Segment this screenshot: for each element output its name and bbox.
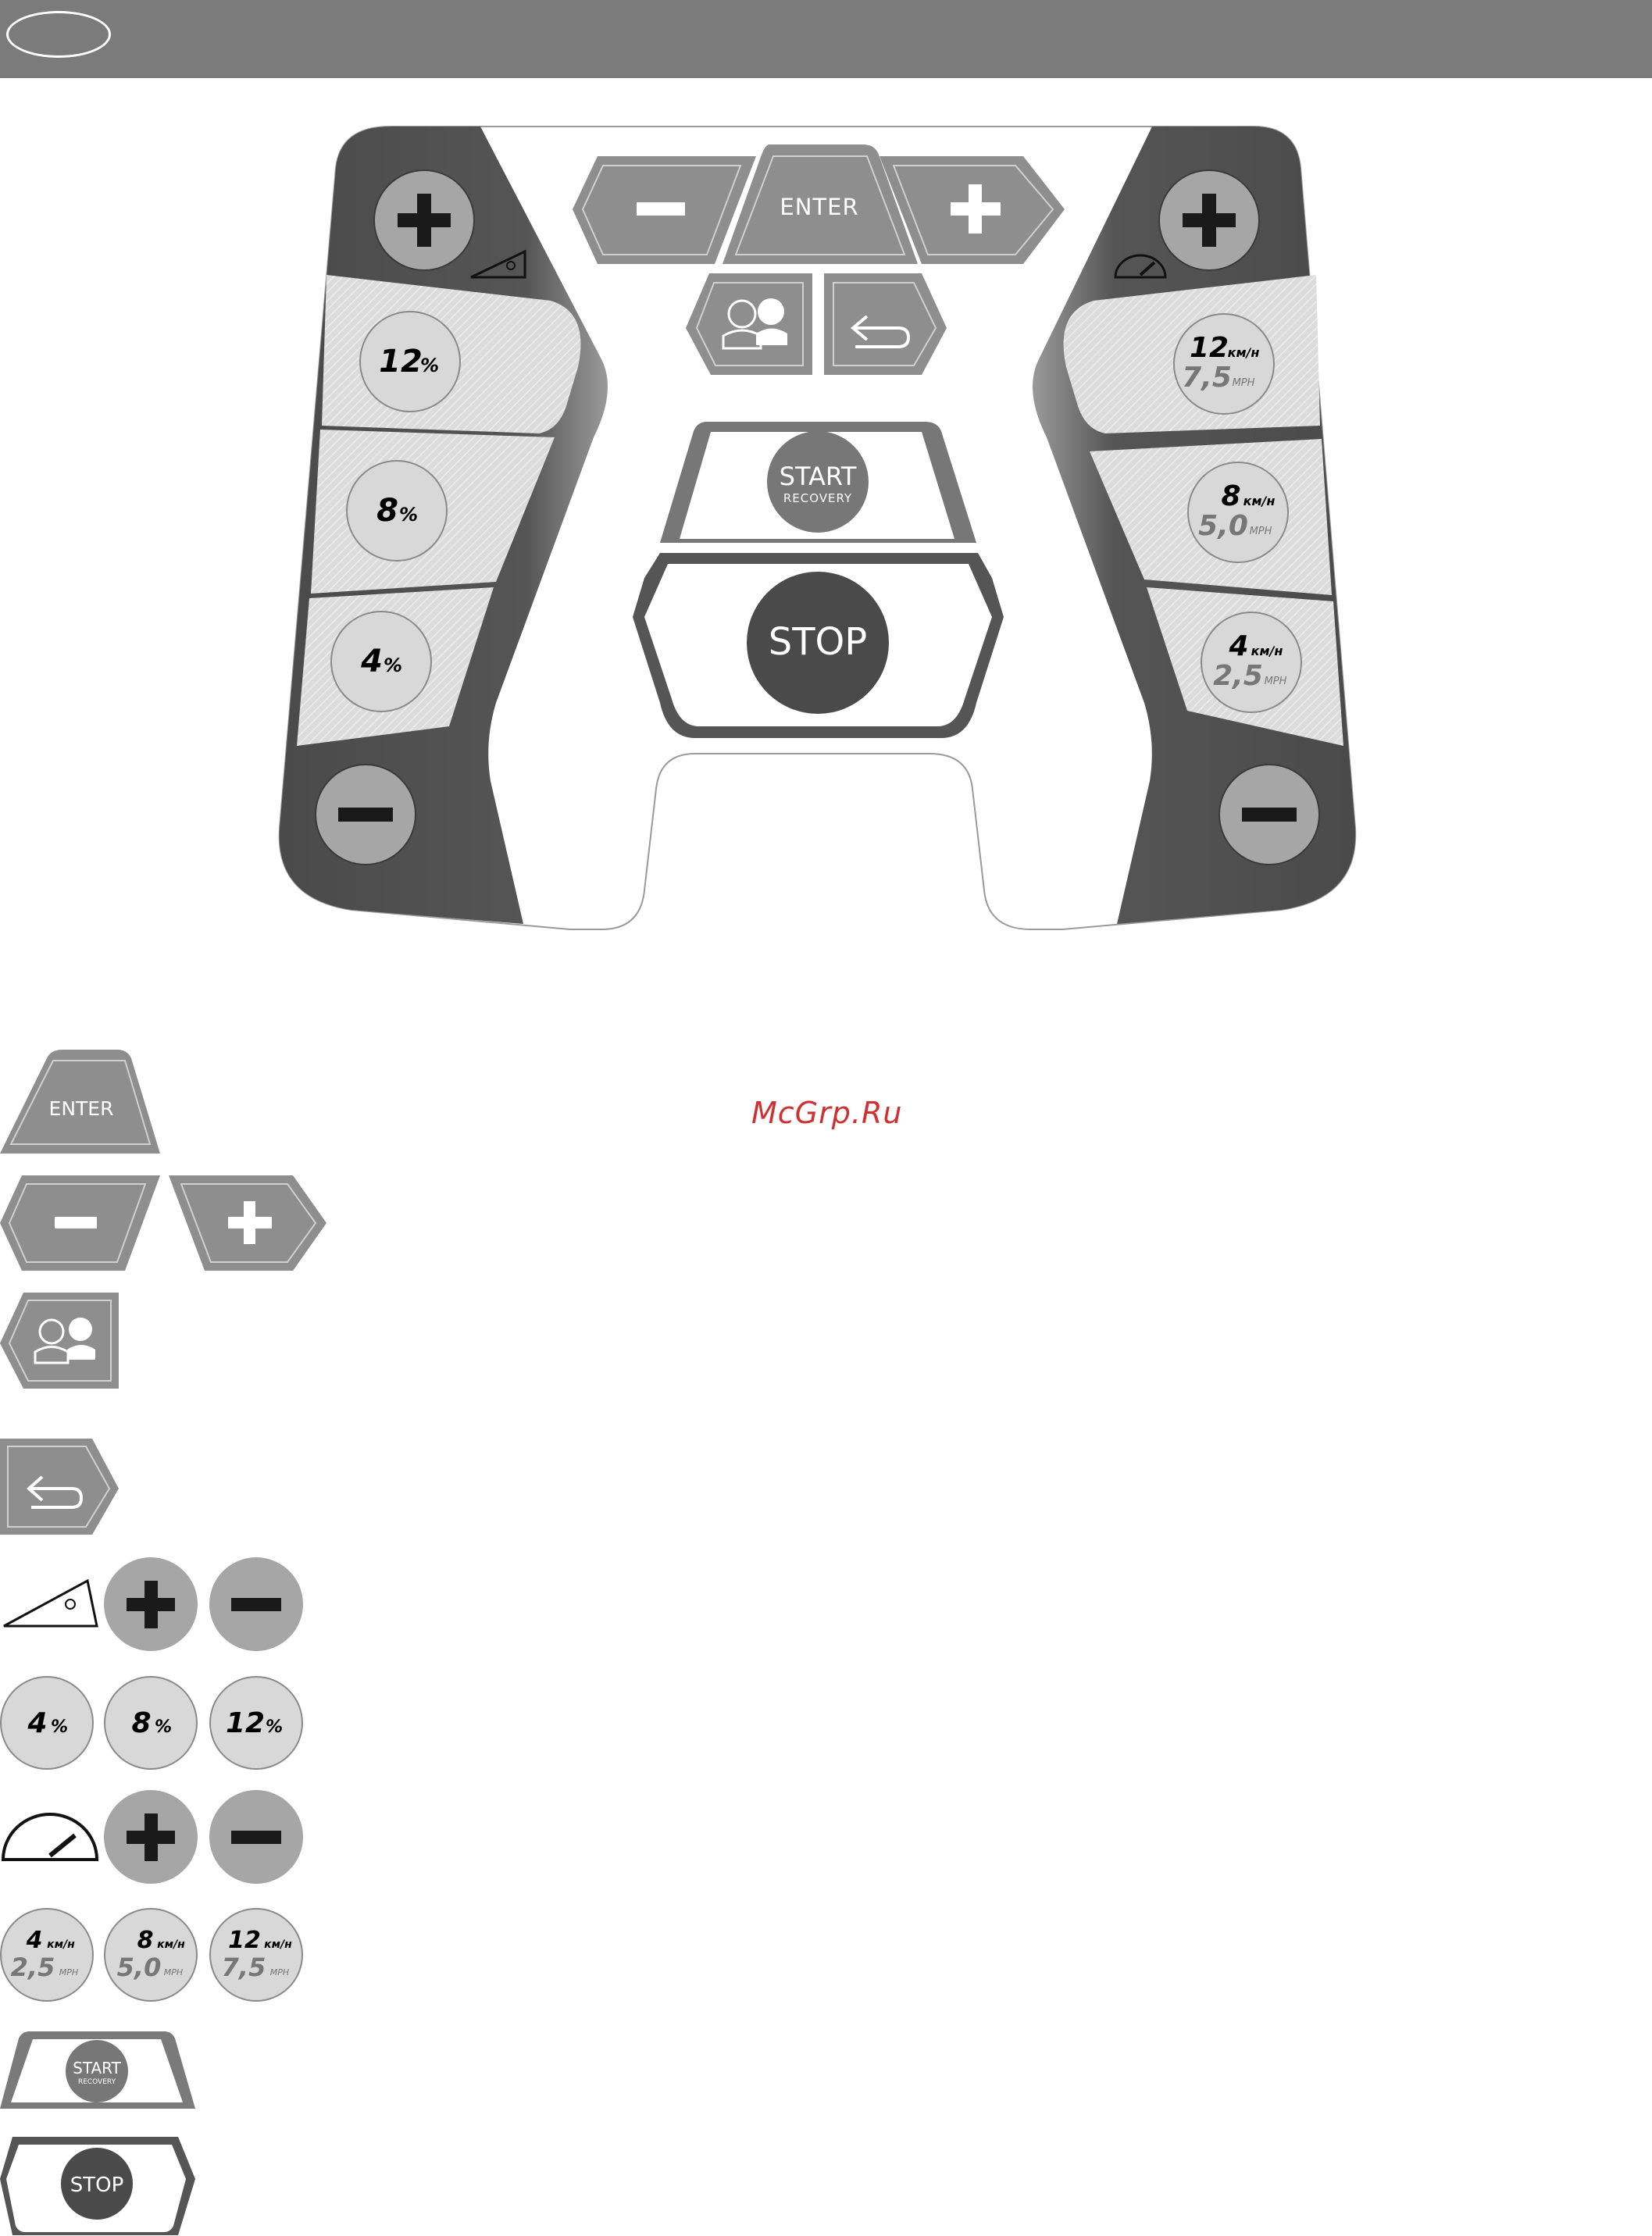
header-bar [0,0,1652,78]
svg-text:12: 12 [379,344,423,380]
incline-preset-8-button[interactable]: 8 % [347,461,447,561]
svg-text:2,5: 2,5 [1213,660,1263,692]
svg-text:MPH: MPH [1265,676,1287,687]
speed-preset-12-button[interactable]: 12 км/н 7,5 MPH [1174,314,1274,414]
svg-text:MPH: MPH [270,1967,289,1977]
svg-text:км/н: км/н [1228,345,1260,360]
legend-speed-12: 12 км/н 7,5 MPH [210,1909,302,2001]
svg-text:4: 4 [27,1707,47,1739]
svg-text:4: 4 [26,1927,43,1954]
incline-preset-4-button[interactable]: 4 % [331,612,431,711]
legend: ENTER [0,1047,328,2236]
svg-text:%: % [399,504,418,526]
svg-text:STOP: STOP [769,620,868,664]
svg-text:MPH: MPH [1250,526,1272,537]
svg-text:4: 4 [1228,630,1248,662]
svg-text:MPH: MPH [164,1967,183,1977]
svg-text:%: % [384,654,402,676]
svg-text:MPH: MPH [1233,377,1255,389]
header-badge [6,11,111,58]
svg-text:км/н: км/н [1243,494,1276,508]
legend-incline-plus [104,1557,198,1651]
svg-text:8: 8 [1221,480,1240,512]
stop-button[interactable]: STOP [633,553,1004,738]
svg-text:км/н: км/н [47,1938,75,1951]
svg-text:RECOVERY: RECOVERY [783,491,852,505]
svg-text:8: 8 [131,1707,151,1739]
legend-plus-button [169,1175,326,1271]
legend-stop: STOP [0,2137,195,2235]
svg-text:12: 12 [1190,332,1229,364]
svg-text:%: % [420,355,439,376]
svg-text:км/н: км/н [1251,644,1283,658]
svg-text:%: % [51,1717,68,1737]
speed-plus-button[interactable] [1159,170,1259,270]
svg-text:4: 4 [360,644,383,679]
speed-preset-8-button[interactable]: 8 км/н 5,0 MPH [1188,462,1288,562]
svg-text:7,5: 7,5 [1182,362,1232,394]
svg-text:8: 8 [376,493,398,529]
legend-speed-plus [104,1790,198,1884]
legend-enter-button: ENTER [0,1050,160,1154]
svg-text:STOP: STOP [70,2174,124,2197]
legend-incline-4: 4 % [1,1677,93,1769]
speed-minus-button[interactable] [1219,765,1319,865]
users-button[interactable] [686,273,812,375]
legend-minus-button [0,1175,160,1271]
svg-text:RECOVERY: RECOVERY [78,2078,116,2086]
svg-text:5,0: 5,0 [117,1952,162,1982]
legend-start-recovery: START RECOVERY [0,2031,195,2109]
svg-text:км/н: км/н [157,1938,185,1951]
legend-speed-minus [209,1790,303,1884]
svg-text:7,5: 7,5 [222,1952,266,1982]
legend-incline-12: 12 % [210,1677,302,1769]
legend-speed-4: 4 км/н 2,5 MPH [1,1909,93,2001]
incline-icon [4,1581,97,1626]
control-panel-diagram: 12 % 8 % 4 % 12 км/н 7,5 MPH 8 км/н 5,0 … [0,78,1652,968]
legend-users-button [0,1293,119,1389]
svg-text:MPH: MPH [59,1967,78,1977]
svg-text:2,5: 2,5 [11,1952,55,1982]
svg-text:12: 12 [228,1927,261,1954]
speedometer-icon [3,1814,97,1860]
incline-plus-button[interactable] [374,170,474,270]
svg-text:%: % [266,1717,283,1737]
svg-text:км/н: км/н [264,1938,292,1951]
back-button[interactable] [824,273,947,375]
svg-text:START: START [780,462,857,491]
speed-preset-4-button[interactable]: 4 км/н 2,5 MPH [1201,612,1301,712]
svg-text:8: 8 [137,1927,154,1954]
watermark-text: McGrp.Ru [751,1096,902,1130]
svg-text:START: START [73,2059,121,2077]
legend-incline-8: 8 % [105,1677,197,1769]
legend-back-button [0,1439,119,1535]
svg-text:ENTER: ENTER [780,194,858,220]
svg-text:12: 12 [226,1707,265,1739]
svg-text:5,0: 5,0 [1198,510,1248,542]
legend-incline-minus [209,1557,303,1651]
incline-minus-button[interactable] [316,765,416,865]
start-recovery-button[interactable]: START RECOVERY [660,422,976,543]
svg-text:ENTER: ENTER [49,1097,114,1120]
incline-preset-12-button[interactable]: 12 % [360,312,460,412]
legend-speed-8: 8 км/н 5,0 MPH [105,1909,197,2001]
svg-text:%: % [155,1717,172,1737]
